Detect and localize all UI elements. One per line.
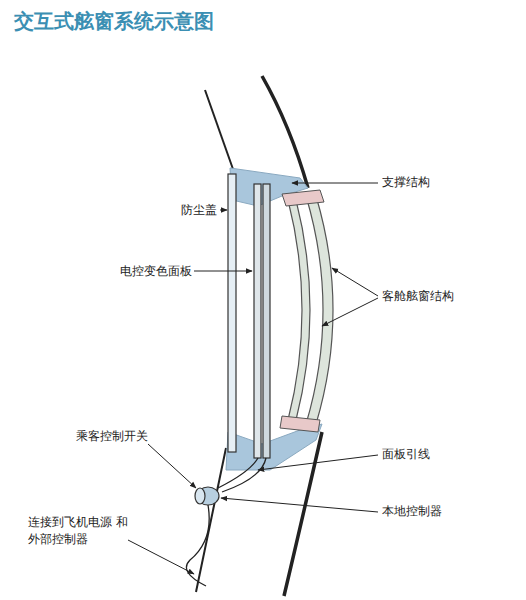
part-label: 电控变色面板 xyxy=(60,263,192,280)
control-switch xyxy=(195,488,205,504)
window-seal xyxy=(280,416,320,432)
panel-lead xyxy=(222,458,266,492)
panel-lead xyxy=(218,458,258,488)
inner-wall xyxy=(196,448,226,592)
electrochromic-panel xyxy=(263,184,270,458)
dust-cover xyxy=(228,174,236,452)
window-pane xyxy=(288,200,310,420)
leader-lines xyxy=(128,183,378,574)
part-label: 乘客控制开关 xyxy=(30,428,148,445)
inner-wall xyxy=(205,90,234,172)
part-label: 面板引线 xyxy=(382,446,502,463)
window-seal xyxy=(282,190,324,206)
part-label: 防尘盖 xyxy=(112,202,217,219)
window-pane xyxy=(306,196,333,424)
part-label: 本地控制器 xyxy=(382,503,502,520)
part-label: 连接到飞机电源 和外部控制器 xyxy=(28,514,128,548)
power-wire xyxy=(186,505,209,586)
part-label: 客舱舷窗结构 xyxy=(382,288,512,305)
diagram-title: 交互式舷窗系统示意图 xyxy=(14,8,214,35)
part-label: 支撑结构 xyxy=(382,174,502,191)
electrochromic-panel xyxy=(254,184,261,458)
outer-skin xyxy=(262,76,308,188)
